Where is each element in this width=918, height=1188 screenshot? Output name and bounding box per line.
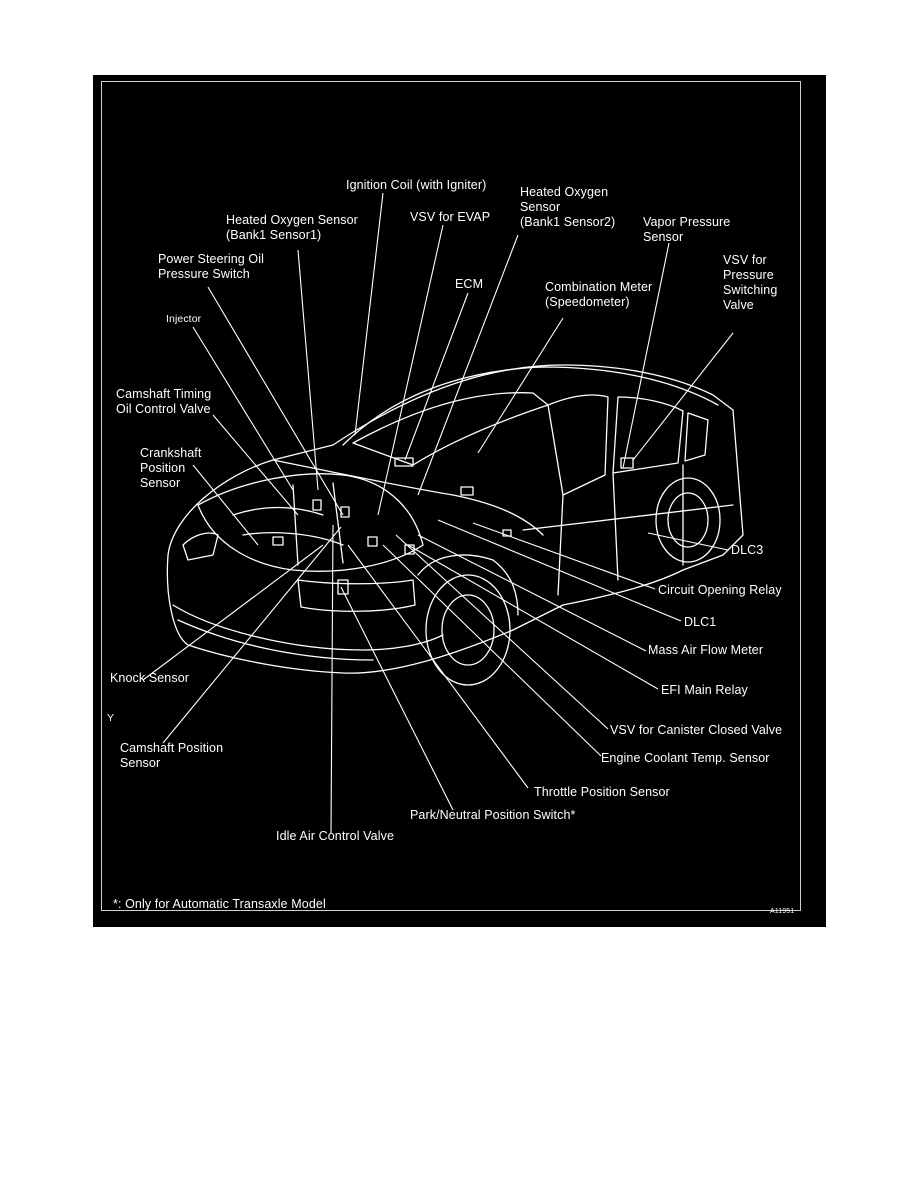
label-mass-air-flow-meter: Mass Air Flow Meter: [648, 643, 764, 657]
leader-park-neutral: [340, 586, 454, 811]
label-injector: Injector: [166, 313, 202, 325]
leader-ps-oil: [207, 286, 344, 516]
label-knock-sensor: Knock Sensor: [110, 671, 190, 685]
car-body-outline: [166, 364, 744, 674]
label-park-neutral-switch: Park/Neutral Position Switch*: [410, 808, 576, 822]
label-heated-o2-bank1-sensor2: Heated Oxygen Sensor (Bank1 Sensor2): [520, 185, 616, 229]
footnote: *: Only for Automatic Transaxle Model: [113, 897, 326, 911]
rear-side-window: [612, 396, 684, 474]
label-engine-coolant-temp: Engine Coolant Temp. Sensor: [601, 751, 770, 765]
figure-code: A11951: [770, 908, 795, 915]
leader-knock: [142, 544, 324, 681]
hood-line: [272, 459, 544, 536]
label-vapor-pressure-sensor: Vapor Pressure Sensor: [643, 215, 731, 244]
leader-dlc3: [647, 532, 729, 551]
leader-ecm: [404, 292, 469, 461]
engine-bay: [197, 473, 424, 572]
label-vsv-evap: VSV for EVAP: [410, 210, 491, 224]
front-wheel: [425, 574, 511, 686]
leader-heated-o2-s2: [417, 234, 519, 496]
leader-vsv-canister: [395, 534, 609, 730]
leader-crankshaft: [192, 464, 259, 546]
label-ignition-coil: Ignition Coil (with Igniter): [346, 178, 487, 192]
label-camshaft-timing: Camshaft Timing Oil Control Valve: [116, 387, 212, 416]
label-y-mark: Y: [107, 712, 115, 724]
label-efi-main-relay: EFI Main Relay: [661, 683, 748, 697]
label-throttle-position: Throttle Position Sensor: [534, 785, 670, 799]
label-circuit-opening-relay: Circuit Opening Relay: [658, 583, 782, 597]
label-ecm: ECM: [455, 277, 484, 291]
diagram-border: [101, 81, 801, 911]
headlight-left: [182, 532, 219, 561]
leader-camshaft-timing: [212, 414, 299, 516]
leader-combination-meter: [477, 317, 564, 454]
label-combination-meter: Combination Meter (Speedometer): [545, 280, 653, 309]
leader-idle-air: [330, 524, 334, 834]
leader-camshaft-position: [162, 526, 342, 744]
label-vsv-pressure-switching: VSV for Pressure Switching Valve: [723, 253, 778, 312]
label-idle-air-control: Idle Air Control Valve: [276, 829, 394, 843]
label-power-steering-oil: Power Steering Oil Pressure Switch: [158, 252, 265, 281]
label-crankshaft-position: Crankshaft Position Sensor: [140, 446, 202, 490]
leader-vsv-pressure: [632, 332, 734, 461]
leader-heated-o2-s1: [297, 249, 319, 491]
label-vsv-canister-closed: VSV for Canister Closed Valve: [610, 723, 783, 737]
diagram-frame: Ignition Coil (with Igniter) Heated Oxyg…: [93, 75, 826, 927]
leader-throttle: [347, 544, 529, 789]
leader-mass-air-flow: [417, 534, 647, 652]
front-side-window: [547, 394, 609, 496]
leader-ignition-coil: [354, 192, 384, 436]
car-roof: [342, 366, 719, 446]
leader-efi-main: [407, 544, 659, 690]
label-heated-o2-bank1-sensor1: Heated Oxygen Sensor (Bank1 Sensor1): [226, 213, 358, 242]
front-bumper: [172, 604, 444, 651]
label-dlc1: DLC1: [684, 615, 717, 629]
leader-injector: [192, 326, 294, 491]
leader-circuit-opening: [472, 522, 656, 590]
leader-coolant-temp: [382, 544, 602, 757]
leader-vsv-evap: [377, 224, 444, 516]
leader-vapor-pressure: [622, 242, 670, 469]
leader-dlc1: [437, 519, 682, 622]
label-camshaft-position: Camshaft Position Sensor: [120, 741, 224, 770]
rear-wheel: [655, 477, 721, 563]
grille: [297, 579, 416, 612]
windshield: [352, 392, 549, 466]
label-dlc3: DLC3: [731, 543, 764, 557]
quarter-window: [684, 412, 709, 462]
car-illustration: [142, 192, 744, 834]
